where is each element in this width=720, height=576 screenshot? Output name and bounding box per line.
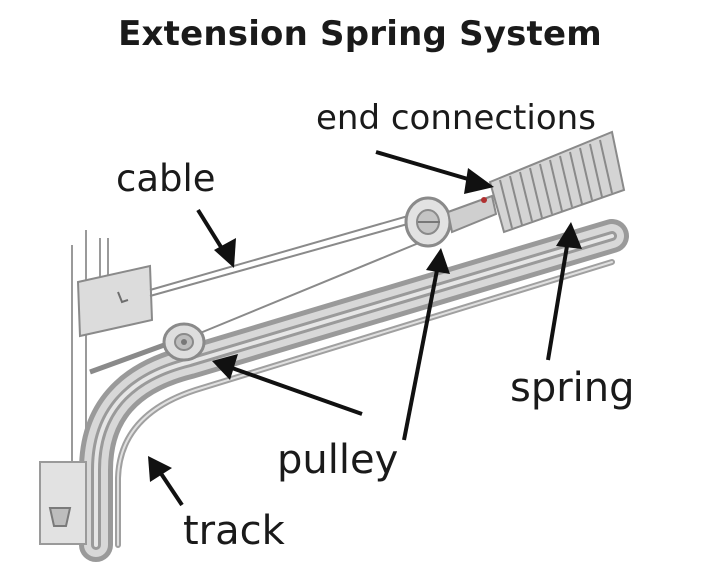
arrow-spring xyxy=(546,222,582,361)
upper-pulley xyxy=(404,196,452,248)
arrow-pulley-upper xyxy=(402,248,450,441)
spring-coil xyxy=(488,130,626,234)
diagram-title: Extension Spring System xyxy=(118,14,602,54)
track-shape xyxy=(79,219,629,562)
mounting-bracket xyxy=(76,264,154,338)
label-cable: cable xyxy=(116,157,216,200)
label-end-connections: end connections xyxy=(316,98,596,138)
label-spring: spring xyxy=(510,365,635,411)
arrow-cable xyxy=(196,208,236,268)
arrow-pulley-lower xyxy=(212,354,363,416)
end-connection-link xyxy=(446,194,498,234)
label-track: track xyxy=(183,508,285,554)
lower-pulley xyxy=(162,322,206,362)
label-pulley: pulley xyxy=(277,437,399,483)
door-hinge xyxy=(39,461,87,545)
arrow-end-connections xyxy=(375,150,494,194)
annotation-arrows xyxy=(148,150,582,507)
arrow-track xyxy=(148,456,184,507)
cable-lines xyxy=(149,211,427,339)
